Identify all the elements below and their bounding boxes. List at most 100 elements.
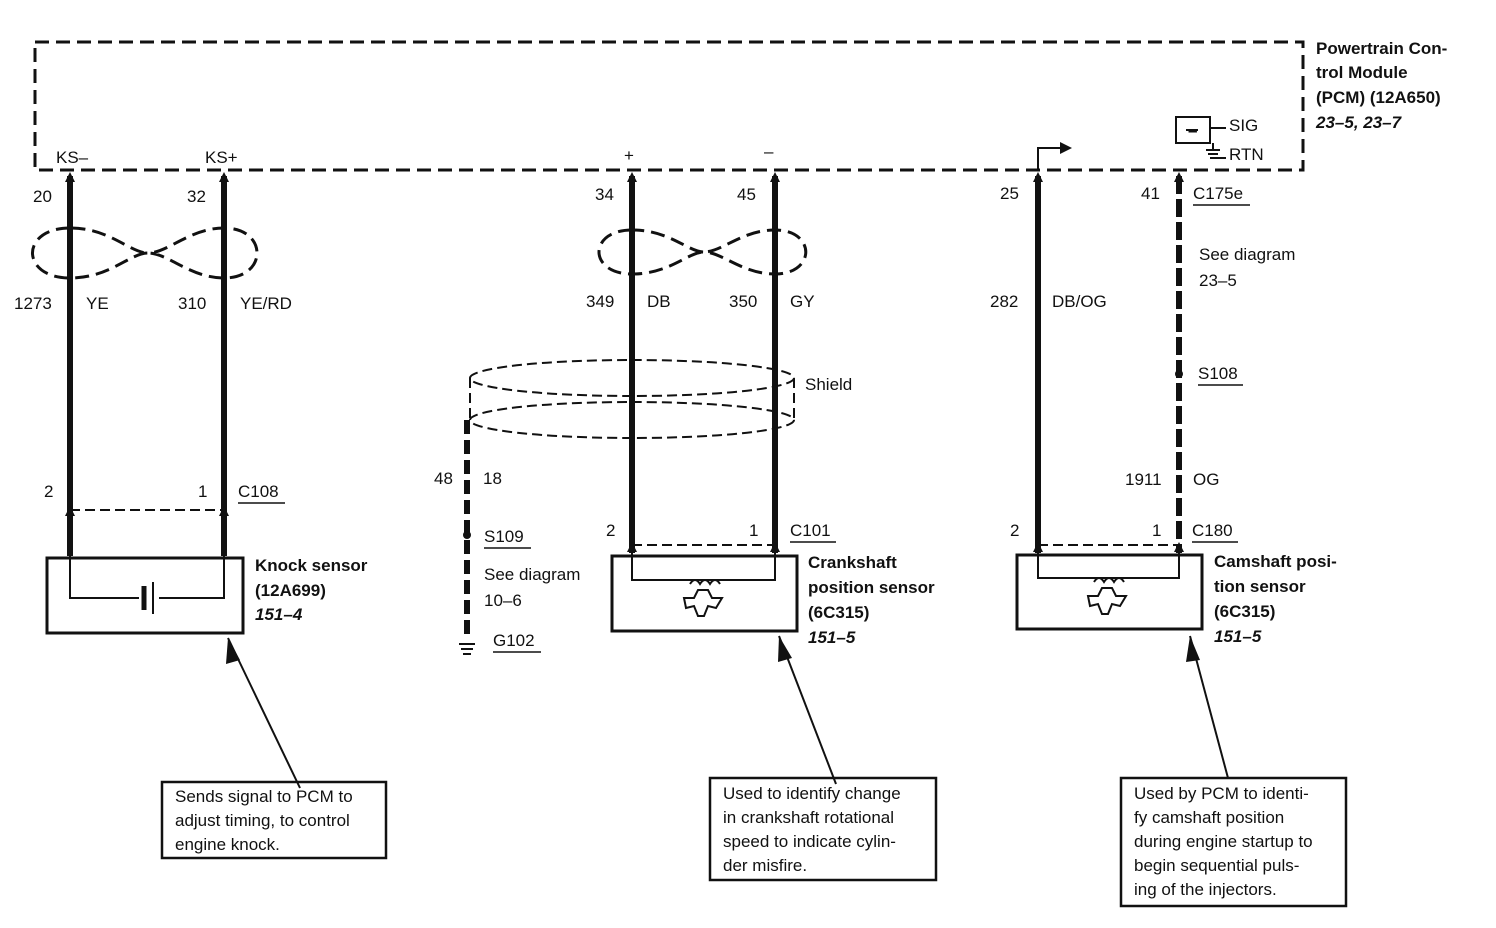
svg-text:(6C315): (6C315) bbox=[808, 603, 869, 622]
pcm-pin-rtn: RTN bbox=[1229, 145, 1264, 164]
connector-c175e: C175e bbox=[1193, 184, 1243, 203]
connector-c101: C101 bbox=[790, 521, 831, 540]
crank-conn-pin-1: 1 bbox=[749, 521, 758, 540]
svg-text:151–4: 151–4 bbox=[255, 605, 303, 624]
crank-circuit-349: 349 bbox=[586, 292, 614, 311]
ground-g102-symbol bbox=[459, 643, 475, 655]
svg-text:fy camshaft position: fy camshaft position bbox=[1134, 808, 1284, 827]
crank-note-arrow bbox=[778, 635, 837, 785]
crank-conn-pin-2: 2 bbox=[606, 521, 615, 540]
cam-sensor-coil-symbol bbox=[1086, 577, 1128, 615]
splice-s109: S109 bbox=[484, 527, 524, 546]
shield-label: Shield bbox=[805, 375, 852, 394]
svg-text:speed to indicate cylin-: speed to indicate cylin- bbox=[723, 832, 896, 851]
cam-pin-41: 41 bbox=[1141, 184, 1160, 203]
crank-sensor-coil-symbol bbox=[682, 579, 724, 617]
pcm-pin-ks-plus: KS+ bbox=[205, 148, 238, 167]
svg-text:position sensor: position sensor bbox=[808, 578, 935, 597]
svg-text:during engine startup to: during engine startup to bbox=[1134, 832, 1313, 851]
cam-pin-25: 25 bbox=[1000, 184, 1019, 203]
pcm-label: Powertrain Con- trol Module (PCM) (12A65… bbox=[1315, 39, 1447, 132]
svg-text:Used by PCM to identi-: Used by PCM to identi- bbox=[1134, 784, 1309, 803]
svg-text:in crankshaft rotational: in crankshaft rotational bbox=[723, 808, 894, 827]
svg-text:tion sensor: tion sensor bbox=[1214, 577, 1306, 596]
knock-sensor-body bbox=[45, 556, 245, 635]
svg-text:Camshaft posi-: Camshaft posi- bbox=[1214, 552, 1337, 571]
knock-note-box bbox=[160, 780, 388, 860]
pcm-cam-signal-symbol bbox=[1037, 142, 1072, 170]
cam-see-diagram: See diagram bbox=[1199, 245, 1295, 264]
crank-color-db: DB bbox=[647, 292, 671, 311]
knock-circuit-310: 310 bbox=[178, 294, 206, 313]
svg-text:23–5, 23–7: 23–5, 23–7 bbox=[1315, 113, 1403, 132]
svg-text:der misfire.: der misfire. bbox=[723, 856, 807, 875]
pcm-pin-terminals bbox=[65, 172, 1184, 182]
crank-pin-34: 34 bbox=[595, 185, 614, 204]
svg-text:Used to identify change: Used to identify change bbox=[723, 784, 901, 803]
twisted-pair-symbol bbox=[31, 226, 259, 280]
svg-text:Knock sensor: Knock sensor bbox=[255, 556, 368, 575]
pcm-sig-rtn-symbol bbox=[1175, 116, 1226, 159]
knock-sensor-title: Knock sensor (12A699) 151–4 bbox=[255, 556, 368, 624]
svg-text:151–5: 151–5 bbox=[1214, 627, 1262, 646]
pcm-pin-ks-minus: KS– bbox=[56, 148, 89, 167]
cam-sensor-title: Camshaft posi- tion sensor (6C315) 151–5 bbox=[1214, 552, 1337, 646]
svg-text:Crankshaft: Crankshaft bbox=[808, 553, 897, 572]
cam-conn-pin-2: 2 bbox=[1010, 521, 1019, 540]
knock-note-arrow bbox=[227, 637, 301, 789]
cam-note-text: Used by PCM to identi- fy camshaft posit… bbox=[1134, 784, 1313, 899]
svg-text:Sends signal to PCM to: Sends signal to PCM to bbox=[175, 787, 353, 806]
crank-note-box bbox=[708, 776, 938, 882]
knock-pin-20: 20 bbox=[33, 187, 52, 206]
drain-circuit-48: 48 bbox=[434, 469, 453, 488]
crank-see-diagram-ref: 10–6 bbox=[484, 591, 522, 610]
knock-conn-pin-1: 1 bbox=[198, 482, 207, 501]
crank-pin-45: 45 bbox=[737, 185, 756, 204]
svg-text:trol Module: trol Module bbox=[1316, 63, 1408, 82]
sensor-connector-terminals bbox=[65, 506, 1184, 552]
drain-pin-18: 18 bbox=[483, 469, 502, 488]
cam-note-box bbox=[1119, 776, 1348, 908]
svg-text:(12A699): (12A699) bbox=[255, 581, 326, 600]
crank-color-gy: GY bbox=[790, 292, 815, 311]
cam-sensor-circuit bbox=[1015, 176, 1229, 779]
crank-sensor-circuit bbox=[459, 176, 837, 785]
connector-c180: C180 bbox=[1192, 521, 1233, 540]
pcm-pin-plus: + bbox=[624, 146, 634, 165]
knock-conn-pin-2: 2 bbox=[44, 482, 53, 501]
connector-c108: C108 bbox=[238, 482, 279, 501]
cam-circuit-282: 282 bbox=[990, 292, 1018, 311]
twisted-pair-symbol bbox=[597, 228, 808, 276]
knock-color-ye: YE bbox=[86, 294, 109, 313]
splice-s108: S108 bbox=[1198, 364, 1238, 383]
knock-sensor-circuit bbox=[31, 176, 301, 789]
knock-pin-32: 32 bbox=[187, 187, 206, 206]
svg-text:ing of the injectors.: ing of the injectors. bbox=[1134, 880, 1277, 899]
svg-text:adjust timing, to control: adjust timing, to control bbox=[175, 811, 350, 830]
svg-text:engine knock.: engine knock. bbox=[175, 835, 280, 854]
svg-text:(PCM) (12A650): (PCM) (12A650) bbox=[1316, 88, 1441, 107]
knock-circuit-1273: 1273 bbox=[14, 294, 52, 313]
cam-conn-pin-1: 1 bbox=[1152, 521, 1161, 540]
crank-sensor-title: Crankshaft position sensor (6C315) 151–5 bbox=[808, 553, 935, 647]
knock-color-yerd: YE/RD bbox=[240, 294, 292, 313]
cam-sensor-body bbox=[1015, 553, 1204, 631]
svg-text:Powertrain Con-: Powertrain Con- bbox=[1316, 39, 1447, 58]
svg-text:151–5: 151–5 bbox=[808, 628, 856, 647]
pcm-module-boundary bbox=[33, 40, 1305, 172]
crank-see-diagram: See diagram bbox=[484, 565, 580, 584]
ground-g102: G102 bbox=[493, 631, 535, 650]
cam-see-diagram-ref: 23–5 bbox=[1199, 271, 1237, 290]
crank-note-text: Used to identify change in crankshaft ro… bbox=[723, 784, 901, 875]
crank-sensor-body bbox=[610, 554, 799, 633]
svg-text:(6C315): (6C315) bbox=[1214, 602, 1275, 621]
cam-circuit-1911: 1911 bbox=[1125, 470, 1162, 489]
crank-circuit-350: 350 bbox=[729, 292, 757, 311]
cam-color-dbog: DB/OG bbox=[1052, 292, 1107, 311]
knock-note-text: Sends signal to PCM to adjust timing, to… bbox=[175, 787, 353, 854]
pcm-pin-minus: – bbox=[764, 142, 774, 161]
splice-s109-dot bbox=[463, 531, 471, 539]
pcm-pin-rtn-minus: – bbox=[1188, 121, 1197, 140]
svg-text:begin sequential puls-: begin sequential puls- bbox=[1134, 856, 1299, 875]
